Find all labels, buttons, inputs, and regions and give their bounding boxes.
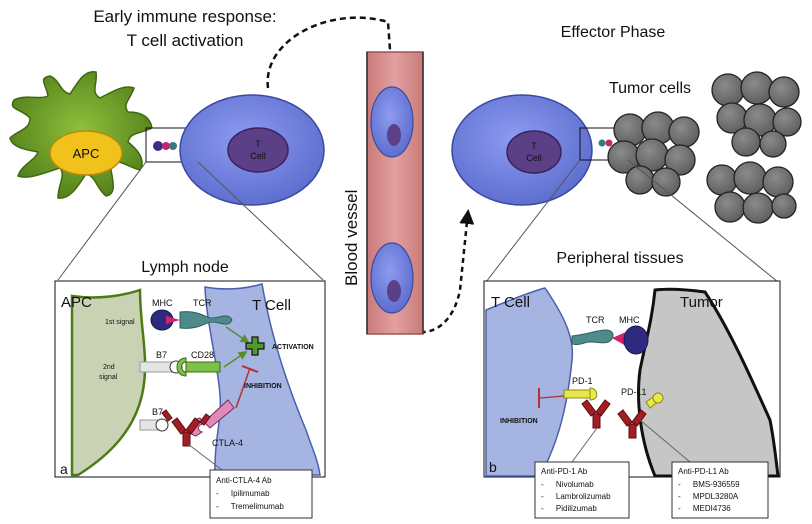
panel-b-pd1-head — [589, 387, 598, 401]
anti-pd1-antibody-icon — [581, 399, 611, 429]
antigen-dot-left — [162, 142, 170, 150]
mhc-dot-left — [153, 141, 163, 151]
panel-a-inhibition-bar — [241, 365, 259, 373]
panel-a-second-signal-2: signal — [99, 374, 118, 381]
panel-a-antigen — [166, 316, 180, 324]
dashed-arrow-out-vessel — [397, 209, 475, 334]
tumor-cluster-3 — [706, 161, 797, 224]
t-cell-lymph-label-2: Cell — [250, 151, 266, 161]
anti-pdl1-item-2: - MPDL3280A — [678, 492, 739, 501]
activation-plus-icon — [245, 336, 265, 356]
panel-a-activation-arrow-1 — [225, 326, 250, 344]
apc-nucleus — [49, 130, 123, 176]
early-response-title: Early immune response: — [93, 7, 276, 26]
anti-pd1-box-title: Anti-PD-1 Ab — [541, 467, 588, 476]
panel-b-mhc-label: MHC — [619, 315, 640, 325]
lymph-node-title: Lymph node — [141, 259, 229, 276]
panel-b-tcr — [571, 329, 614, 346]
anti-pd1-item-3: - Pidilizumab — [541, 504, 597, 513]
t-cell-effector-label-2: Cell — [526, 153, 542, 163]
panel-b-inhibition-line — [539, 395, 565, 399]
zoom-line-a-left — [57, 161, 147, 281]
panel-b-tcell-membrane — [485, 287, 574, 477]
t-cell-vessel-2-nucleus — [387, 280, 401, 302]
t-cell-effector-label-1: T — [531, 141, 537, 151]
anti-pdl1-drug-box — [671, 461, 769, 519]
panel-b-mhc — [623, 325, 649, 355]
panel-b-pdl1-label: PD-L1 — [621, 387, 647, 397]
panel-a-b7-top — [139, 361, 175, 373]
panel-b-inhibition-label: INHIBITION — [500, 418, 538, 425]
tcr-dot-right — [598, 139, 606, 147]
tumor-cluster-2 — [711, 71, 802, 158]
tcr-dot-left — [169, 142, 177, 150]
panel-b-letter: b — [489, 459, 497, 475]
anti-ctla4-item-2: - Tremelimumab — [216, 502, 284, 511]
panel-a-second-signal-1: 2nd — [103, 364, 115, 371]
panel-a-pointer-line — [187, 443, 223, 471]
t-cell-vessel-2 — [370, 242, 414, 314]
panel-a-mhc-label: MHC — [152, 298, 173, 308]
tumor-cells-title: Tumor cells — [609, 80, 691, 97]
panel-a-inhibition-line — [235, 367, 251, 409]
panel-b-pd1-label: PD-1 — [572, 376, 593, 386]
panel-b-pd1 — [563, 389, 591, 399]
panel-a-tcell-label: T Cell — [252, 297, 291, 314]
blood-vessel-label: Blood vessel — [342, 190, 361, 286]
panel-a-b7-top-label: B7 — [156, 350, 167, 360]
panel-b-tumor-label: Tumor — [680, 294, 723, 311]
anti-pdl1-box-title: Anti-PD-L1 Ab — [678, 467, 729, 476]
panel-a-inhibition-label: INHIBITION — [244, 383, 282, 390]
panel-a-activation-label: ACTIVATION — [272, 344, 314, 351]
anti-pd1-drug-box — [534, 461, 630, 519]
panel-a-tcr-label: TCR — [193, 298, 212, 308]
zoom-line-a-right — [197, 161, 324, 281]
panel-a-ctla4 — [203, 399, 235, 429]
antigen-dot-right — [605, 139, 613, 147]
anti-ctla4-item-1: - Ipilimumab — [216, 489, 270, 498]
anti-ctla4-antibody-icon — [161, 409, 211, 447]
zoom-line-b-right — [627, 159, 779, 283]
t-cell-lymph-label-1: T — [255, 139, 261, 149]
tumor-cluster-1 — [607, 111, 700, 197]
t-cell-lymph-nucleus — [227, 127, 289, 173]
anti-pdl1-item-1: - BMS-936559 — [678, 480, 740, 489]
panel-b-pointer-line-1 — [571, 427, 598, 463]
t-cell-vessel-1-nucleus — [387, 124, 401, 146]
peripheral-tissues-title: Peripheral tissues — [556, 250, 683, 267]
anti-pdl1-antibody-icon — [617, 409, 647, 439]
panel-b-pdl1-head — [652, 392, 664, 404]
apc-label: APC — [73, 146, 100, 161]
effector-phase-title: Effector Phase — [561, 24, 666, 41]
anti-pd1-item-2: - Lambrolizumab — [541, 492, 611, 501]
panel-a-letter: a — [60, 461, 68, 477]
panel-a-apc-label: APC — [61, 294, 92, 311]
anti-ctla4-box-title: Anti-CTLA-4 Ab — [216, 476, 272, 485]
panel-a-cd28 — [185, 361, 221, 373]
t-cell-vessel-1 — [370, 86, 414, 158]
t-cell-effector-nucleus — [506, 130, 562, 174]
panel-b-pointer-line-2 — [639, 419, 691, 463]
zoom-line-b-left — [485, 159, 581, 283]
panel-a-b7-bottom-label: B7 — [152, 407, 163, 417]
panel-b-tumor-membrane — [637, 287, 780, 478]
panel-a-b7-bottom-head — [155, 418, 169, 432]
panel-b-tcell-label: T Cell — [491, 294, 530, 311]
anti-ctla4-drug-box — [209, 469, 313, 519]
panel-a-ctla4-label: CTLA-4 — [212, 438, 243, 448]
panel-a-tcr — [179, 311, 233, 329]
panel-a-first-signal: 1st signal — [105, 319, 135, 326]
t-cell-activation-title: T cell activation — [127, 31, 244, 50]
panel-a-activation-arrow-2 — [223, 350, 248, 368]
panel-b-tcr-label: TCR — [586, 315, 605, 325]
anti-pd1-item-1: - Nivolumab — [541, 480, 594, 489]
panel-a-cd28-label: CD28 — [191, 350, 214, 360]
anti-pdl1-item-3: - MEDI4736 — [678, 504, 731, 513]
panel-b-antigen — [612, 332, 626, 346]
